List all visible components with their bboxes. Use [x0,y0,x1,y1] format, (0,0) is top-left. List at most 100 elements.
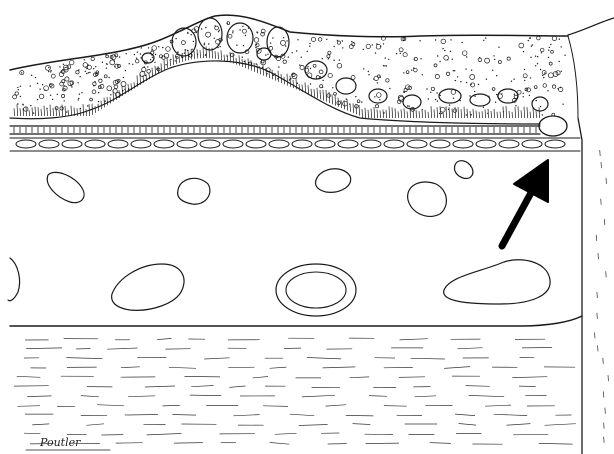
hatch-stroke [290,76,291,87]
hatch-stroke [116,94,117,100]
stipple-ring [337,41,340,44]
flat-cell [16,140,36,148]
fiber-stroke [275,433,297,434]
hatch-stroke [452,109,453,119]
border-stroke [595,332,596,338]
stipple-dot [89,72,90,73]
stipple-ring [69,60,74,65]
stipple-dot [285,45,286,46]
stipple-ring [349,45,353,49]
fiber-stroke [97,405,124,406]
stipple-ring [140,72,145,77]
stipple-dot [63,64,64,65]
stipple-ring [552,85,555,88]
hatch-stroke [350,104,351,111]
stipple-ring [537,36,541,40]
stipple-ring [83,63,88,68]
stipple-dot [342,40,343,41]
hatch-stroke [191,49,192,59]
stipple-ring [375,105,378,108]
stipple-dot [105,101,106,102]
stipple-dot [307,51,308,52]
vessel-4 [408,182,447,216]
stipple-dot [548,50,549,51]
border-stroke [606,271,607,277]
stipple-dot [296,50,297,51]
fiber-stroke [353,424,371,425]
stipple-dot [256,44,257,45]
fiber-stroke [107,348,137,349]
stipple-dot [466,82,467,83]
stipple-dot [50,70,51,71]
stipple-dot [108,77,109,78]
fiber-stroke [169,367,196,368]
stipple-dot [22,104,23,105]
hatch-stroke [428,112,429,118]
fiber-stroke [326,405,347,406]
fiber-stroke [400,339,428,340]
stipple-ring [62,94,65,97]
hatch-stroke [431,106,432,118]
stipple-ring [152,46,157,51]
stipple-dot [242,26,243,27]
vessel-3 [315,169,350,193]
stipple-dot [81,92,82,93]
stipple-dot [469,95,470,96]
stipple-dot [363,49,364,50]
border-stroke [606,178,607,184]
stipple-dot [78,82,79,83]
hatch-stroke [53,108,54,116]
stipple-ring [523,74,527,78]
stipple-dot [134,54,135,55]
hatch-stroke [527,107,528,118]
hatch-stroke [515,107,516,118]
stipple-ring [542,71,546,75]
hatch-stroke [338,98,339,107]
flat-cell [407,140,427,148]
stipple-dot [66,111,67,112]
fiber-stroke [145,386,175,387]
flat-cell [177,140,197,148]
stipple-dot [152,57,153,58]
stipple-dot [273,75,274,76]
hatch-stroke [269,72,270,78]
fiber-stroke [346,415,374,416]
hatch-stroke [239,55,240,65]
stipple-ring [403,53,407,57]
arrow-pointer [502,160,548,246]
flat-cell [361,140,381,148]
stipple-ring [104,75,107,78]
right-border-texture [595,150,609,443]
hatch-stroke [101,101,102,109]
stipple-ring [51,74,55,78]
stipple-dot [48,67,49,68]
hatch-stroke [164,60,165,70]
stipple-dot [455,80,456,81]
hatch-stroke [335,95,336,106]
stipple-ring [65,77,69,81]
stipple-dot [450,39,451,40]
stipple-dot [461,42,462,43]
stipple-dot [453,70,454,71]
hatch-stroke [443,112,444,118]
stipple-ring [434,64,437,67]
stipple-dot [136,58,137,59]
hatch-stroke [353,103,354,113]
stipple-dot [422,74,423,75]
flat-cell [499,140,519,148]
stipple-ring [60,107,63,110]
hatch-stroke [158,66,159,73]
hatch-stroke [104,98,105,108]
hatch-stroke [92,104,93,115]
stipple-ring [135,59,139,63]
fiber-stroke [384,406,407,407]
stipple-ring [527,88,531,92]
fiber-stroke [506,424,530,426]
stipple-dot [39,89,40,90]
stipple-dot [144,66,145,67]
stipple-dot [529,95,530,96]
hatch-stroke [152,68,153,78]
hatch-stroke [365,108,366,118]
hatch-stroke [416,110,417,118]
hatch-stroke [65,106,66,116]
